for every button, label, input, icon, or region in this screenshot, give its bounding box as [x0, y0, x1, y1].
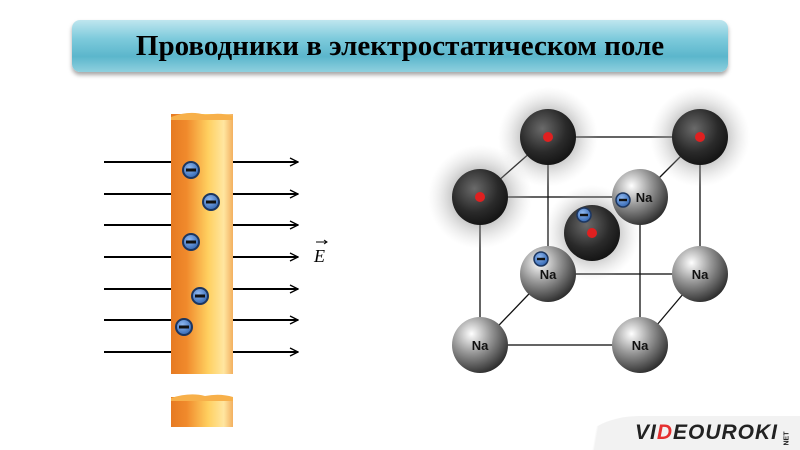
videouroki-logo: VIDEOUROKI NET: [580, 416, 800, 450]
na-ion: Na: [452, 317, 508, 373]
slide-title-bar: Проводники в электростатическом поле: [72, 20, 728, 72]
dark-atom: [452, 169, 508, 225]
electron: [533, 251, 549, 267]
field-vector-label: E: [313, 239, 328, 266]
svg-text:Na: Na: [692, 267, 709, 282]
dark-atom: [520, 109, 576, 165]
electron: [576, 207, 592, 223]
dark-atom: [564, 205, 620, 261]
electron: [175, 318, 193, 336]
logo-text: VIDEOUROKI: [634, 421, 778, 444]
electrons: [175, 161, 220, 336]
electron: [182, 161, 200, 179]
na-ion: Na: [520, 246, 576, 302]
svg-text:Na: Na: [636, 190, 653, 205]
svg-text:Na: Na: [632, 338, 649, 353]
svg-text:E: E: [313, 246, 325, 266]
na-ion: Na: [612, 317, 668, 373]
conductor-rod: [171, 112, 233, 427]
logo-suffix: NET: [783, 431, 791, 446]
slide-title: Проводники в электростатическом поле: [135, 29, 665, 62]
svg-text:Na: Na: [472, 338, 489, 353]
electron: [202, 193, 220, 211]
electron: [615, 192, 631, 208]
electron: [191, 287, 209, 305]
dark-atom: [672, 109, 728, 165]
na-ion: Na: [672, 246, 728, 302]
na-ion: Na: [612, 169, 668, 225]
lattice-electrons: [533, 192, 631, 267]
svg-text:Na: Na: [540, 267, 557, 282]
electron: [182, 233, 200, 251]
